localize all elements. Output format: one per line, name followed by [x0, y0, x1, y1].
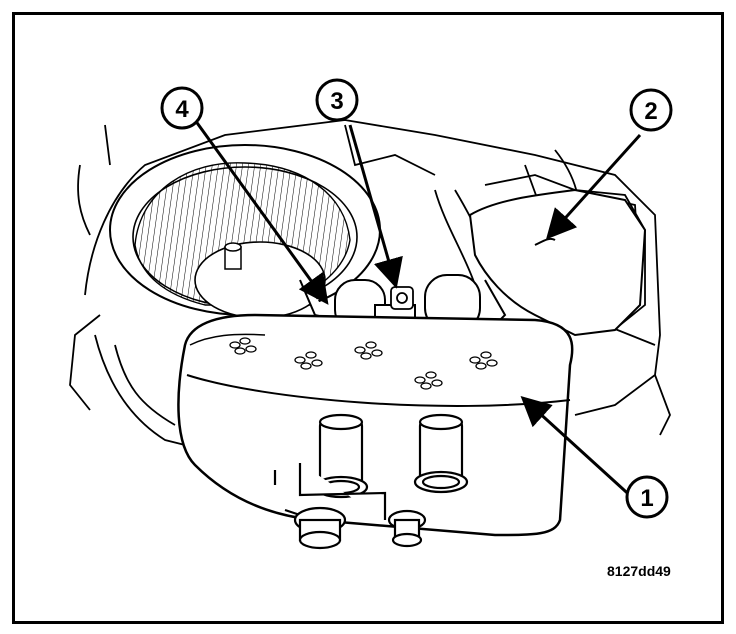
leader-line-1: [520, 395, 637, 502]
leader-line-2: [545, 133, 642, 240]
distribution-duct: [468, 188, 647, 337]
figure-code: 8127dd49: [607, 563, 671, 579]
heater-core-tubes-front: [273, 413, 469, 550]
callout-2: 2: [629, 88, 673, 132]
retaining-screw: [390, 286, 414, 310]
heater-core-illustration: 1 2 3 4: [69, 78, 673, 550]
figure-frame: 1 2 3 4 8127dd49: [12, 12, 724, 624]
callout-4-label: 4: [175, 96, 189, 123]
leader-lines: [193, 119, 642, 502]
leader-line-4: [193, 119, 329, 305]
callout-1: 1: [625, 475, 669, 519]
callout-1-label: 1: [640, 485, 653, 512]
leader-line-3: [348, 124, 403, 289]
heater-core: [177, 313, 574, 537]
callout-3-label: 3: [330, 88, 343, 115]
callout-4: 4: [160, 86, 204, 130]
callout-3: 3: [315, 78, 359, 122]
callout-2-label: 2: [644, 98, 657, 125]
